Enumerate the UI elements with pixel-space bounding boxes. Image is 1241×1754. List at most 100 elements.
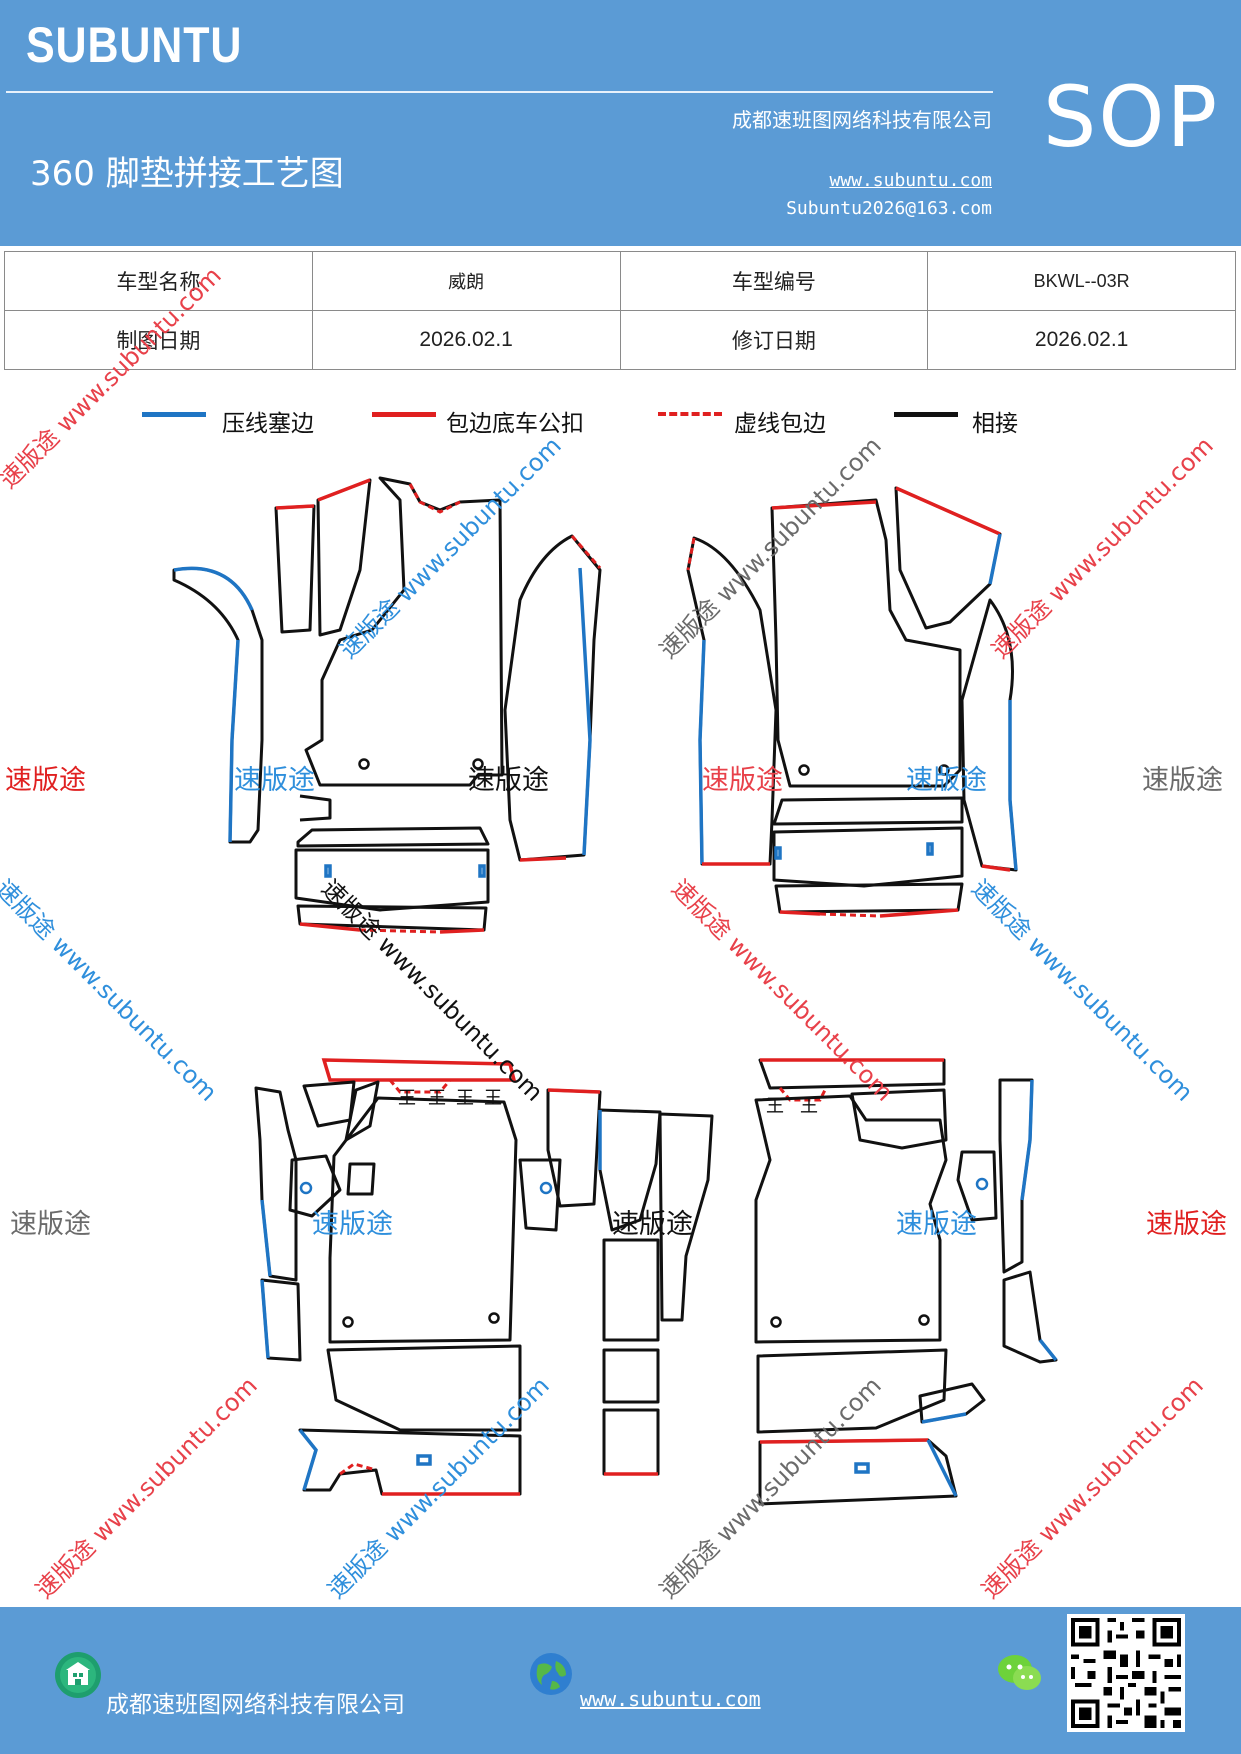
watermark-text: 速版途: [5, 765, 86, 796]
legend-swatch: [658, 412, 722, 416]
edge-blue: [173, 566, 254, 611]
header-divider: [6, 91, 993, 93]
mat-piece: [346, 1162, 376, 1196]
blue-slot: [478, 864, 486, 878]
edge-dashed: [408, 483, 461, 514]
mat-piece: [850, 1088, 948, 1150]
globe-icon: [530, 1653, 572, 1695]
mat-piece: [288, 1154, 342, 1218]
mat-piece: [321, 1058, 517, 1082]
fixing-hole: [488, 1312, 500, 1324]
edge-blue: [988, 533, 1002, 585]
legend-swatch: [142, 412, 206, 417]
seam-mark: 王: [484, 1088, 502, 1109]
draw-date-value: 2026.02.1: [311, 310, 621, 370]
seam-mark: 王: [800, 1096, 818, 1117]
edge-blue: [260, 1199, 272, 1277]
edge-red: [275, 504, 315, 510]
vehicle-info-table: 车型名称 威朗 车型编号 BKWL--03R 制图日期 2026.02.1 修订…: [4, 251, 1236, 370]
header-email: Subuntu2026@163.com: [786, 198, 992, 219]
table-row: 车型名称 威朗 车型编号 BKWL--03R: [4, 251, 1236, 311]
mat-piece: [602, 1408, 660, 1476]
mat-piece: [602, 1348, 660, 1404]
model-code-value: BKWL--03R: [927, 251, 1236, 311]
edge-blue: [228, 639, 240, 843]
edge-dashed: [819, 912, 881, 918]
edge-blue: [298, 1428, 318, 1491]
watermark-text: 速版途: [702, 765, 783, 796]
mat-piece: [344, 1080, 380, 1142]
edge-red: [879, 908, 959, 918]
line-legend: 压线塞边 包边底车公扣 虚线包边 相接: [0, 400, 1241, 440]
fixing-hole: [539, 1181, 553, 1195]
footer-website-link[interactable]: www.subuntu.com: [580, 1687, 761, 1711]
fixing-hole: [358, 758, 370, 770]
legend-swatch: [894, 412, 958, 417]
fixing-hole: [918, 1314, 930, 1326]
edge-red: [299, 922, 361, 932]
edge-blue: [1008, 700, 1018, 871]
edge-dashed: [339, 1462, 377, 1476]
mat-piece: [304, 476, 504, 787]
watermark-text: 速版途: [468, 765, 549, 796]
watermark-text: 速版途: [896, 1209, 977, 1240]
model-name-label: 车型名称: [4, 251, 313, 311]
mat-piece: [274, 504, 316, 634]
fixing-hole: [472, 758, 484, 770]
mat-piece: [326, 1344, 522, 1432]
mat-piece: [754, 1094, 948, 1344]
edge-blue: [921, 1412, 967, 1424]
watermark-text: 速版途: [906, 765, 987, 796]
fixing-hole: [342, 1316, 354, 1328]
edge-blue: [1020, 1079, 1034, 1201]
center-tunnel-set: [598, 1108, 714, 1476]
edge-red: [519, 856, 567, 862]
mat-piece: [956, 1150, 998, 1222]
edge-red: [439, 928, 485, 934]
edge-red: [981, 864, 1011, 872]
mat-piece: [658, 1112, 714, 1322]
edge-dashed: [686, 537, 696, 571]
mat-piece: [172, 566, 264, 844]
header-company-name: 成都速班图网络科技有限公司: [732, 108, 992, 132]
watermark-text: 速版途: [10, 1209, 91, 1240]
revision-date-label: 修订日期: [619, 310, 929, 370]
legend-label: 包边底车公扣: [446, 411, 584, 437]
blue-slot: [416, 1454, 432, 1466]
mat-piece: [770, 498, 962, 788]
blue-slot: [854, 1462, 870, 1474]
mat-piece: [546, 1088, 602, 1208]
mat-piece: [302, 1080, 356, 1128]
legend-label: 压线塞边: [222, 411, 314, 437]
mat-piece: [772, 796, 964, 826]
watermark-text: 速版途: [1146, 1209, 1227, 1240]
edge-red: [779, 910, 821, 916]
draw-date-label: 制图日期: [4, 310, 313, 370]
edge-red: [771, 500, 877, 510]
edge-dashed: [359, 928, 441, 934]
edge-blue: [578, 567, 592, 856]
header-website-link[interactable]: www.subuntu.com: [829, 170, 992, 191]
edge-blue: [260, 1279, 270, 1359]
bottom-right-mat-set: 王 王: [754, 1058, 1058, 1506]
seam-mark: 王: [766, 1096, 784, 1117]
mat-piece: [918, 1382, 986, 1424]
blue-slot: [324, 864, 332, 878]
revision-date-value: 2026.02.1: [927, 310, 1236, 370]
blue-slot: [774, 846, 782, 860]
fixing-hole: [798, 764, 810, 776]
mat-piece: [602, 1238, 660, 1342]
blue-slot: [926, 842, 934, 856]
edge-blue: [1038, 1338, 1058, 1362]
mat-piece: [772, 826, 964, 888]
company-icon: [55, 1652, 101, 1698]
mat-piece: [518, 1158, 562, 1232]
edge-red: [317, 478, 371, 502]
qr-code[interactable]: [1067, 1614, 1185, 1732]
mat-piece: [774, 882, 964, 914]
top-left-mat-set: [172, 476, 602, 934]
document-title: 360 脚垫拼接工艺图: [30, 154, 344, 194]
brand-logo: SUBUNTU: [26, 17, 243, 73]
watermark-text: 速版途: [1142, 765, 1223, 796]
model-code-label: 车型编号: [619, 251, 929, 311]
